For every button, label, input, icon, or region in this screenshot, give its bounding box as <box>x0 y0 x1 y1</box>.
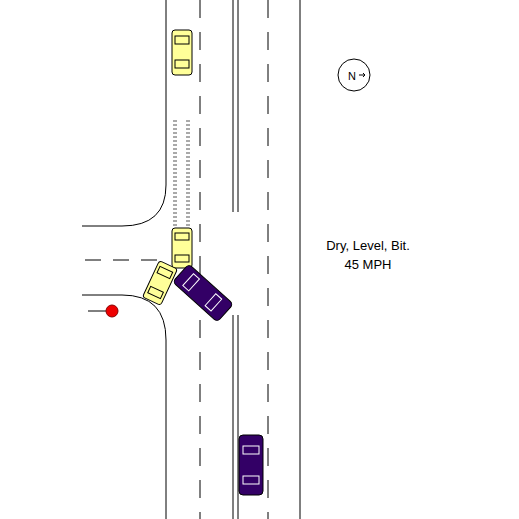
vehicle-1-impact <box>142 261 177 306</box>
center-line <box>233 315 234 519</box>
lane-line <box>268 0 269 519</box>
stop-sign-post <box>88 311 106 312</box>
road-edge <box>82 295 166 375</box>
road-edge <box>166 375 167 519</box>
road-edge <box>82 185 166 226</box>
road-edge <box>166 0 167 185</box>
center-line <box>233 0 234 212</box>
vehicle-2-impact <box>172 228 192 268</box>
vehicle-2-start <box>172 30 192 75</box>
north-arrow: N <box>337 58 371 92</box>
condition-note: Dry, Level, Bit. <box>326 238 410 253</box>
condition-note: 45 MPH <box>345 257 392 272</box>
skid-mark <box>174 120 175 235</box>
skid-mark <box>187 120 188 235</box>
skid-mark <box>176 120 177 235</box>
lane-line <box>200 0 201 519</box>
north-letter: N <box>348 70 356 82</box>
skid-mark <box>189 120 190 235</box>
stop-sign <box>106 305 118 317</box>
lane-line <box>85 260 166 261</box>
center-line <box>238 315 239 519</box>
vehicle-purple-impact <box>173 264 234 322</box>
vehicle-purple-start <box>239 435 263 495</box>
road-edge <box>300 0 301 519</box>
center-line <box>238 0 239 212</box>
